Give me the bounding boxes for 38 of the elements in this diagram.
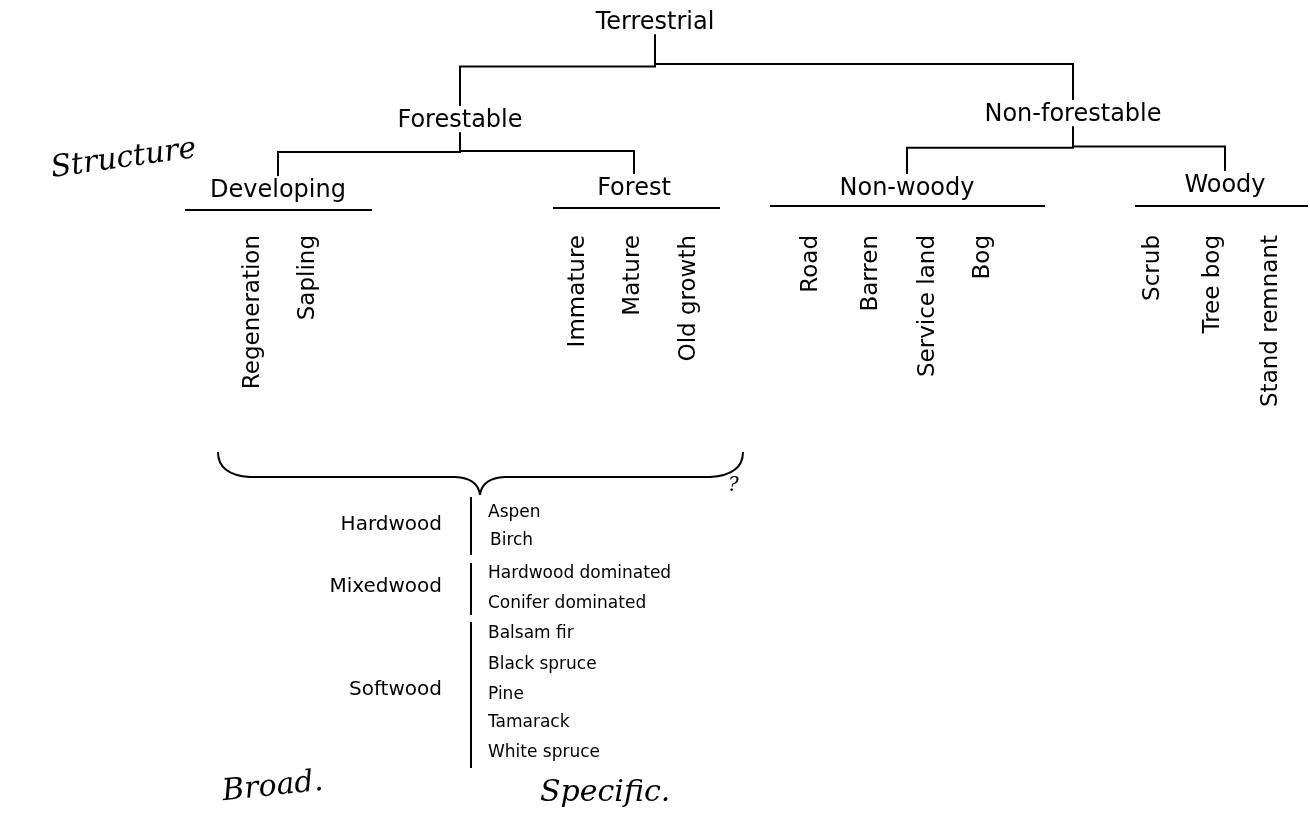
species-label: Pine (488, 684, 524, 703)
group-label: Mixedwood (329, 574, 442, 596)
species-label: Birch (490, 530, 534, 549)
connector-line (654, 33, 1074, 101)
class-label: Stand remnant (1257, 235, 1283, 407)
class-label: Road (797, 235, 823, 293)
group-label: Hardwood (340, 512, 442, 534)
class-label: Barren (857, 235, 883, 312)
species-label: Hardwood dominated (488, 563, 672, 582)
handwritten-note: Broad. (220, 762, 325, 807)
category-label: Forestable (397, 106, 523, 133)
class-label: Immature (564, 235, 590, 348)
connector-line (459, 131, 635, 175)
species-label: Tamarack (488, 712, 570, 731)
class-label: Regeneration (239, 235, 265, 390)
class-label: Old growth (675, 235, 701, 362)
handwritten-note: ? (728, 473, 739, 495)
category-label: Developing (210, 176, 346, 203)
category-label: Woody (1184, 171, 1266, 198)
group-label: Softwood (349, 677, 442, 699)
category-label: Forest (597, 174, 671, 201)
species-label: Balsam fir (488, 623, 574, 642)
species-label: Conifer dominated (488, 593, 647, 612)
class-label: Bog (969, 235, 995, 280)
connector-line (1072, 125, 1226, 172)
species-label: Black spruce (488, 654, 597, 673)
class-label: Sapling (294, 235, 320, 321)
species-label: Aspen (488, 502, 541, 521)
category-label: Terrestrial (595, 8, 715, 35)
category-label: Non-forestable (984, 100, 1162, 127)
handwritten-note: Structure (48, 129, 199, 184)
category-label: Non-woody (839, 174, 975, 201)
class-label: Scrub (1139, 235, 1165, 301)
class-label: Tree bog (1199, 235, 1225, 334)
class-label: Service land (914, 235, 940, 377)
handwritten-note: Specific. (540, 774, 671, 807)
species-label: White spruce (488, 742, 601, 761)
class-label: Mature (619, 235, 645, 316)
